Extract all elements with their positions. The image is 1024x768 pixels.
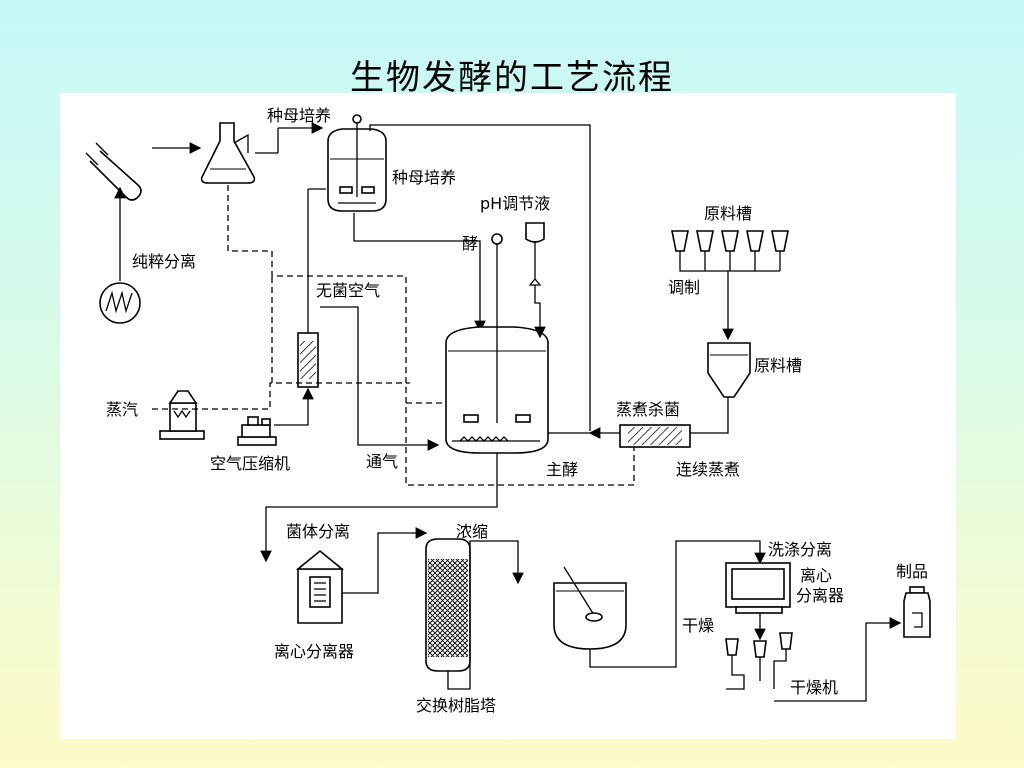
incubator-coil-icon [99, 282, 141, 324]
process-flow-diagram: 种母培养 种母培养 纯粹分离 空气压缩机 蒸汽 无菌空气 通气 [85, 106, 931, 715]
main-fermenter-icon [445, 243, 549, 454]
ion-exchange-column-label: 交换树脂塔 [416, 696, 496, 715]
raw-material-tanks-icon [671, 230, 789, 272]
main-fermentation-label: 主酵 [546, 460, 578, 479]
crystallizer-tank-icon [553, 566, 627, 650]
continuous-cooking-label: 连续蒸煮 [676, 460, 740, 479]
separator-to-column-line [342, 527, 428, 594]
main-to-separation-line [260, 453, 498, 563]
sterile-air-line [320, 306, 440, 451]
ion-exchange-column-icon [425, 538, 471, 672]
column-to-crystallizer-line [447, 540, 524, 690]
product-label: 制品 [896, 562, 928, 581]
concentration-label: 浓缩 [456, 522, 488, 541]
steam-sterile-dashed-loop [271, 251, 635, 486]
cell-separation-label: 菌体分离 [286, 522, 350, 541]
centrifuge-line2-label: 分离器 [796, 586, 844, 605]
diagram-panel: 种母培养 种母培养 纯粹分离 空气压缩机 蒸汽 无菌空气 通气 [60, 93, 956, 739]
sterile-air-label: 无菌空气 [316, 281, 380, 300]
air-compressor-icon [237, 416, 277, 446]
dryer-to-product-arrow [774, 617, 902, 702]
ph-tank-icon [525, 222, 545, 286]
continuous-cooker-icon [619, 424, 691, 448]
seed-to-main-line [353, 213, 486, 333]
enzyme-valve-icon [491, 233, 503, 245]
shake-flask-icon [200, 122, 256, 184]
blending-label: 调制 [668, 278, 700, 297]
test-tube-icon [85, 142, 142, 201]
cook-sterilize-label: 蒸煮杀菌 [616, 400, 680, 419]
steam-label: 蒸汽 [106, 400, 138, 419]
flask-steam-dashed-line [227, 185, 272, 252]
raw-tank-side-label: 原料槽 [754, 356, 802, 375]
seed-culture-side-label: 种母培养 [392, 168, 456, 187]
air-filter-icon [297, 332, 319, 388]
product-bottle-icon [903, 586, 931, 638]
aeration-label: 通气 [366, 452, 398, 471]
page-title: 生物发酵的工艺流程 [350, 58, 674, 98]
drying-label: 干燥 [682, 616, 714, 635]
air-compressor-label: 空气压缩机 [210, 454, 290, 473]
steam-dashed-line [152, 382, 410, 410]
centrifuge-icon [295, 549, 345, 624]
dryer-icon [725, 632, 793, 690]
crystallizer-to-centrifuge-line [589, 540, 766, 668]
raw-material-tank-icon [707, 342, 751, 398]
wash-centrifuge-icon [725, 562, 791, 614]
steam-boiler-icon [159, 390, 205, 440]
seed-culture-top-label: 种母培养 [267, 106, 331, 125]
seed-to-main-right-line [369, 124, 591, 431]
centrifugal-separator-label: 离心分离器 [274, 642, 354, 661]
compressor-to-filter-arrow [274, 387, 314, 426]
ph-to-main-arrow [534, 285, 546, 339]
centrifuge-line1-label: 离心 [800, 566, 832, 585]
tank-to-cooker-line [690, 397, 729, 434]
ph-solution-label: pH调节液 [480, 194, 550, 213]
dryer-label: 干燥机 [790, 678, 838, 697]
pure-isolation-label: 纯粹分离 [132, 252, 196, 271]
wash-separation-label: 洗涤分离 [768, 540, 832, 559]
enzyme-label: 酵 [462, 234, 478, 253]
seed-fermenter-icon [327, 114, 387, 212]
raw-tank-top-label: 原料槽 [704, 204, 752, 223]
